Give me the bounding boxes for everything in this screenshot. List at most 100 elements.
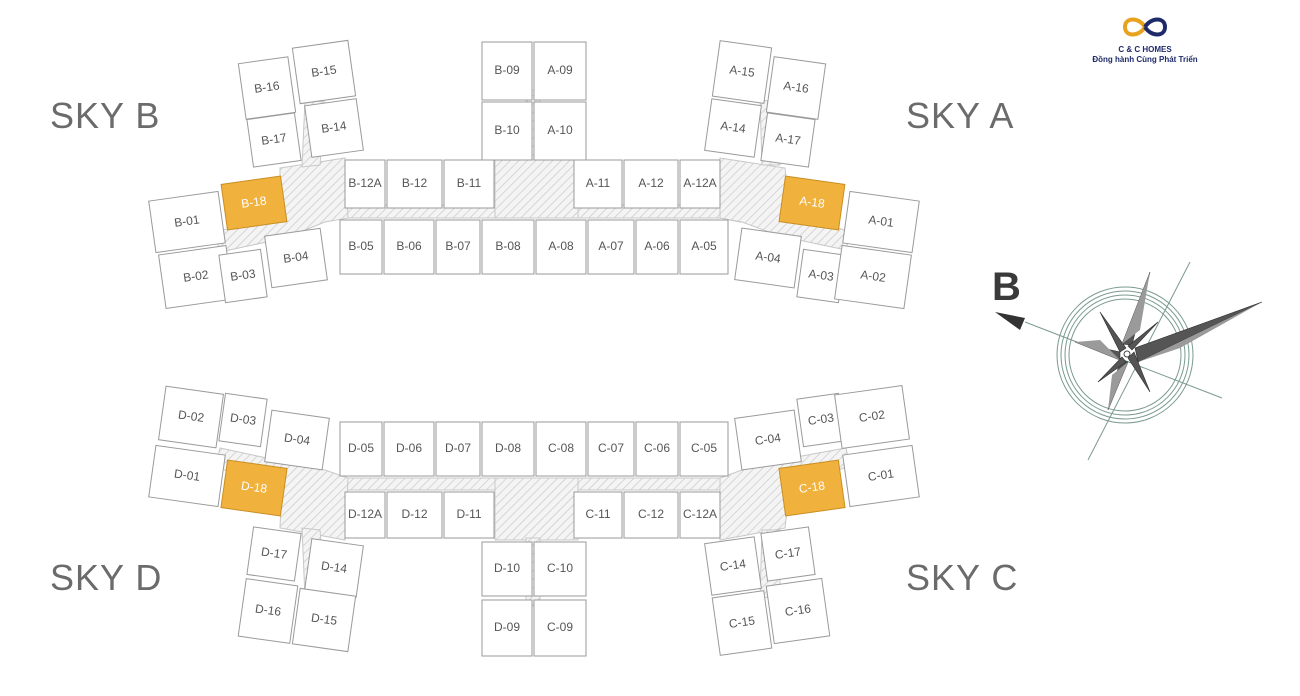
unit-box <box>704 536 762 596</box>
unit-d-12[interactable]: D-12 <box>386 491 443 539</box>
unit-a-14[interactable]: A-14 <box>704 98 762 158</box>
brand-logo: C & C HOMES Đồng hành Cùng Phát Triển <box>1080 14 1210 65</box>
unit-c-11[interactable]: C-11 <box>573 491 623 539</box>
unit-b-14[interactable]: B-14 <box>304 98 364 158</box>
unit-label: A-05 <box>691 239 717 253</box>
unit-b-18[interactable]: B-18 <box>220 175 288 231</box>
unit-d-07[interactable]: D-07 <box>435 421 481 477</box>
unit-label: A-03 <box>808 266 835 283</box>
unit-d-14[interactable]: D-14 <box>304 538 364 598</box>
unit-d-10[interactable]: D-10 <box>481 541 533 597</box>
unit-a-03[interactable]: A-03 <box>796 248 846 304</box>
block-label-sky-a: SKY A <box>906 95 1014 136</box>
unit-b-02[interactable]: B-02 <box>158 244 234 310</box>
unit-label: D-04 <box>283 430 311 448</box>
unit-c-08[interactable]: C-08 <box>535 421 587 477</box>
unit-label: A-17 <box>775 130 802 147</box>
unit-a-12a[interactable]: A-12A <box>679 159 721 209</box>
unit-a-11[interactable]: A-11 <box>573 159 623 209</box>
unit-b-17[interactable]: B-17 <box>246 112 302 168</box>
unit-label: A-12 <box>638 176 664 190</box>
unit-box <box>734 409 802 471</box>
unit-c-05[interactable]: C-05 <box>679 421 729 477</box>
unit-d-02[interactable]: D-02 <box>157 385 225 449</box>
unit-b-01[interactable]: B-01 <box>148 190 226 254</box>
unit-b-05[interactable]: B-05 <box>339 219 383 275</box>
unit-label: D-03 <box>229 410 257 428</box>
unit-box <box>711 40 773 104</box>
unit-a-10[interactable]: A-10 <box>533 101 587 161</box>
unit-box <box>679 421 729 477</box>
unit-d-03[interactable]: D-03 <box>218 392 268 448</box>
unit-b-12a[interactable]: B-12A <box>344 159 386 209</box>
unit-label: C-18 <box>798 478 826 496</box>
unit-b-15[interactable]: B-15 <box>291 39 357 105</box>
unit-box <box>481 219 535 275</box>
unit-c-12[interactable]: C-12 <box>623 491 679 539</box>
unit-c-12a[interactable]: C-12A <box>679 491 721 539</box>
unit-c-16[interactable]: C-16 <box>765 577 831 645</box>
unit-a-04[interactable]: A-04 <box>734 227 802 289</box>
unit-d-08[interactable]: D-08 <box>481 421 535 477</box>
unit-label: D-05 <box>348 441 374 455</box>
unit-d-11[interactable]: D-11 <box>443 491 495 539</box>
unit-box <box>778 459 846 517</box>
unit-label: B-14 <box>320 118 347 135</box>
unit-c-18[interactable]: C-18 <box>778 459 846 517</box>
unit-d-05[interactable]: D-05 <box>339 421 383 477</box>
unit-box <box>481 101 533 161</box>
unit-a-07[interactable]: A-07 <box>587 219 635 275</box>
unit-a-12[interactable]: A-12 <box>623 159 679 209</box>
unit-box <box>218 392 268 448</box>
unit-box <box>842 444 920 508</box>
unit-c-17[interactable]: C-17 <box>760 526 816 582</box>
unit-a-05[interactable]: A-05 <box>679 219 729 275</box>
unit-b-11[interactable]: B-11 <box>443 159 495 209</box>
unit-b-10[interactable]: B-10 <box>481 101 533 161</box>
unit-a-08[interactable]: A-08 <box>535 219 587 275</box>
unit-c-14[interactable]: C-14 <box>704 536 762 596</box>
unit-label: C-15 <box>728 613 756 631</box>
unit-c-07[interactable]: C-07 <box>587 421 635 477</box>
unit-a-09[interactable]: A-09 <box>533 41 587 101</box>
unit-b-08[interactable]: B-08 <box>481 219 535 275</box>
unit-a-18[interactable]: A-18 <box>778 175 846 231</box>
unit-c-06[interactable]: C-06 <box>635 421 679 477</box>
unit-box <box>533 41 587 101</box>
unit-a-06[interactable]: A-06 <box>635 219 679 275</box>
unit-c-04[interactable]: C-04 <box>734 409 802 471</box>
unit-b-04[interactable]: B-04 <box>264 227 328 289</box>
unit-box <box>834 244 912 310</box>
unit-d-16[interactable]: D-16 <box>237 578 299 644</box>
unit-b-09[interactable]: B-09 <box>481 41 533 101</box>
unit-c-02[interactable]: C-02 <box>834 384 910 450</box>
unit-d-04[interactable]: D-04 <box>264 409 330 471</box>
unit-a-15[interactable]: A-15 <box>711 40 773 104</box>
unit-label: B-04 <box>282 248 309 265</box>
unit-c-09[interactable]: C-09 <box>533 599 587 657</box>
unit-d-12a[interactable]: D-12A <box>344 491 386 539</box>
unit-d-17[interactable]: D-17 <box>246 526 302 582</box>
unit-d-06[interactable]: D-06 <box>383 421 435 477</box>
unit-label: A-11 <box>586 176 611 190</box>
unit-b-03[interactable]: B-03 <box>218 248 268 304</box>
unit-d-09[interactable]: D-09 <box>481 599 533 657</box>
unit-a-16[interactable]: A-16 <box>765 56 827 120</box>
unit-b-12[interactable]: B-12 <box>386 159 443 209</box>
unit-d-18[interactable]: D-18 <box>220 459 288 517</box>
unit-b-06[interactable]: B-06 <box>383 219 435 275</box>
unit-box <box>435 421 481 477</box>
unit-b-07[interactable]: B-07 <box>435 219 481 275</box>
unit-d-01[interactable]: D-01 <box>148 444 226 508</box>
unit-d-15[interactable]: D-15 <box>291 587 357 653</box>
unit-c-15[interactable]: C-15 <box>711 590 773 656</box>
unit-a-01[interactable]: A-01 <box>842 190 920 254</box>
unit-b-16[interactable]: B-16 <box>237 56 297 120</box>
unit-box <box>679 219 729 275</box>
unit-c-01[interactable]: C-01 <box>842 444 920 508</box>
unit-c-10[interactable]: C-10 <box>533 541 587 597</box>
unit-box <box>635 421 679 477</box>
unit-a-02[interactable]: A-02 <box>834 244 912 310</box>
unit-box <box>533 541 587 597</box>
unit-a-17[interactable]: A-17 <box>760 112 816 168</box>
